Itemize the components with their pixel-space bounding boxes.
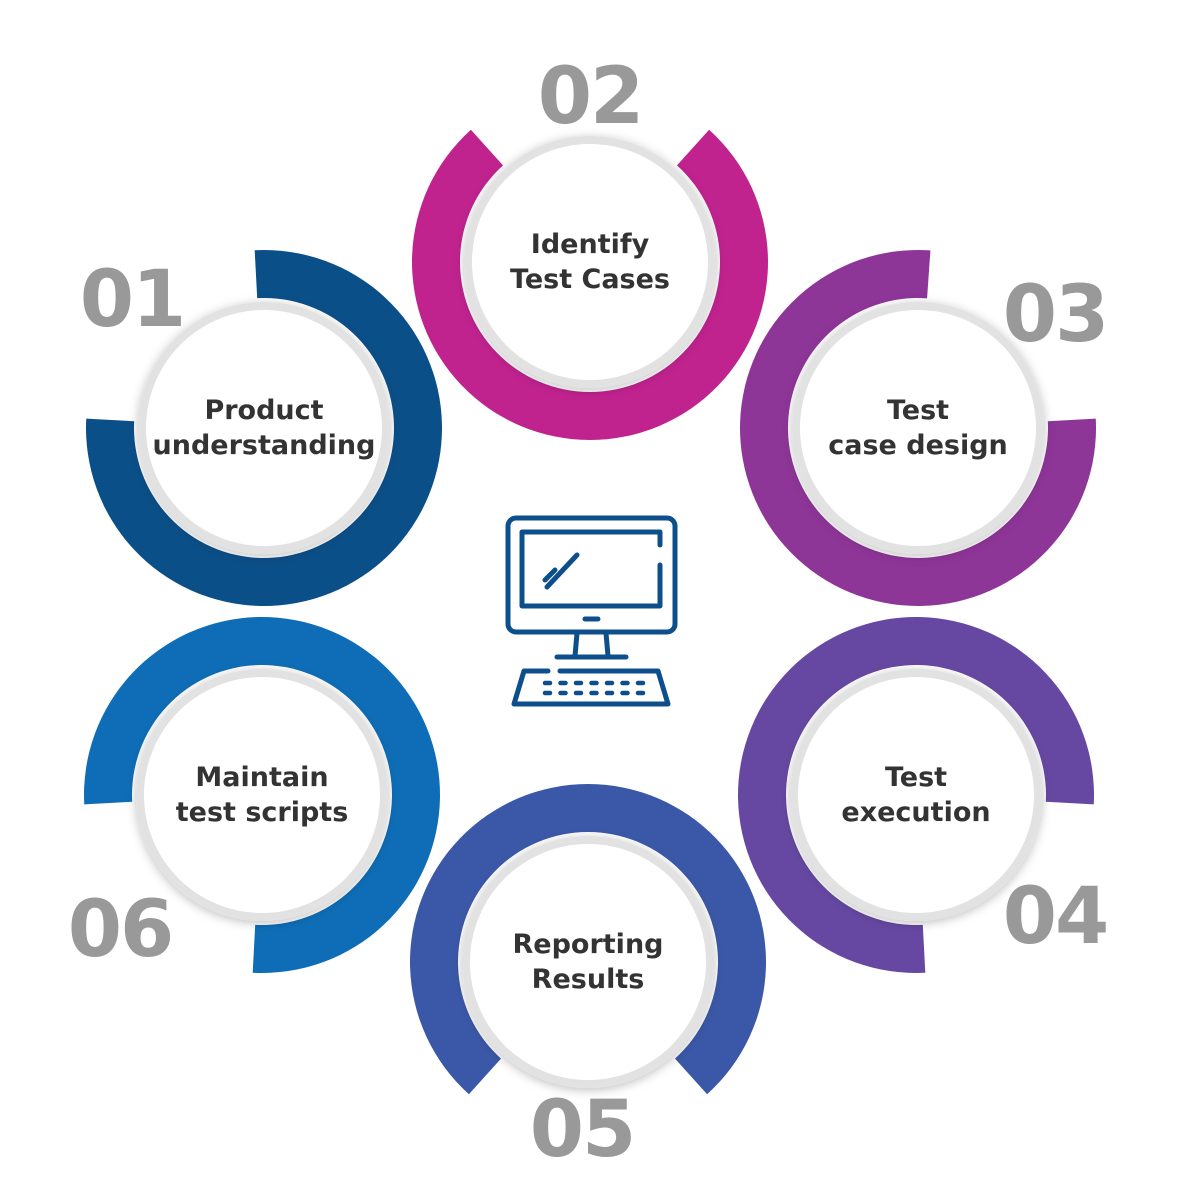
step-label-line1: Test: [886, 395, 950, 426]
step-02-ring: [411, 129, 768, 440]
step-number: 02: [537, 52, 645, 142]
step-02-circle: [472, 144, 708, 380]
step-label: Test case design: [788, 393, 1048, 463]
step-number: 06: [67, 885, 175, 975]
step-label-line2: understanding: [152, 430, 376, 461]
step-label-line2: Results: [531, 964, 645, 995]
step-number: 01: [79, 255, 187, 345]
step-number: 05: [529, 1085, 637, 1175]
step-03-circle: [800, 310, 1036, 546]
step-label-line2: Test Cases: [509, 264, 670, 295]
step-number: 04: [1002, 872, 1110, 962]
step-label-line1: Maintain: [195, 762, 329, 793]
step-label-line2: test scripts: [175, 797, 349, 828]
step-04-circle: [798, 677, 1034, 913]
step-label-line1: Reporting: [512, 929, 664, 960]
step-05-circle: [470, 844, 706, 1080]
step-05-ring: [409, 784, 766, 1095]
step-label-line1: Test: [884, 762, 948, 793]
step-label: Maintain test scripts: [132, 760, 392, 830]
step-01-circle: [146, 310, 382, 546]
step-label: Test execution: [786, 760, 1046, 830]
step-label: Product understanding: [134, 393, 394, 463]
step-label-line2: execution: [841, 797, 991, 828]
step-label-line1: Identify: [530, 229, 650, 260]
step-06-circle: [144, 677, 380, 913]
step-label-line1: Product: [204, 395, 324, 426]
computer-icon: [505, 515, 678, 707]
step-number: 03: [1002, 270, 1110, 360]
step-label-line2: case design: [828, 430, 1008, 461]
